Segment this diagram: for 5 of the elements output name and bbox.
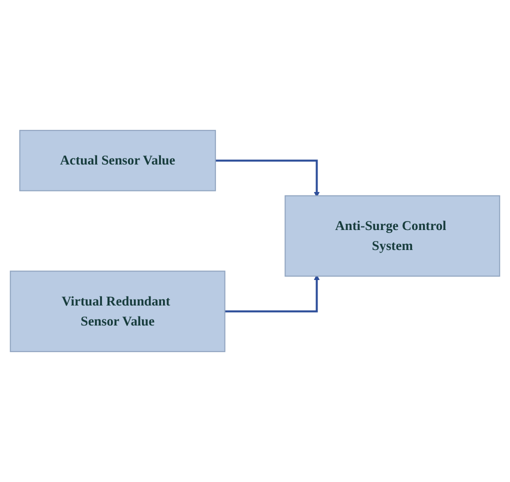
arrow bbox=[224, 274, 320, 312]
arrow bbox=[215, 160, 320, 198]
node-box: Anti-Surge Control System bbox=[284, 195, 500, 277]
node-box: Actual Sensor Value bbox=[19, 130, 216, 192]
node-box: Virtual Redundant Sensor Value bbox=[10, 270, 226, 352]
